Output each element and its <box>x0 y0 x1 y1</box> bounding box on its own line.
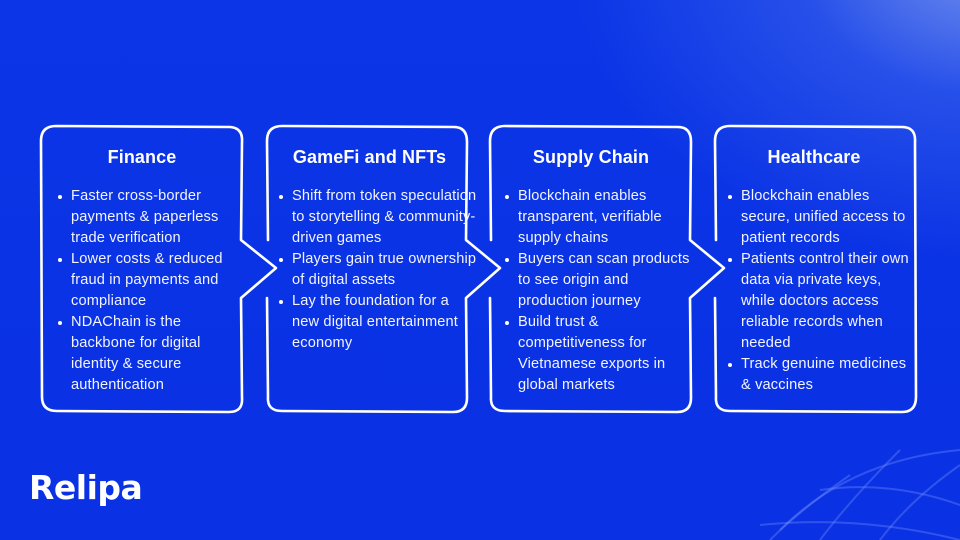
list-item: Faster cross-border payments & paperless… <box>41 186 239 249</box>
bullet-text: Blockchain enables secure, unified acces… <box>741 188 906 246</box>
list-item: Shift from token speculation to storytel… <box>262 186 477 249</box>
bullet-list: Blockchain enables transparent, verifiab… <box>488 186 694 396</box>
supply-chain-frame <box>488 124 726 414</box>
list-item: Track genuine medicines & vaccines <box>711 354 917 396</box>
list-item: Players gain true ownership of digital a… <box>262 249 477 291</box>
healthcare-frame <box>713 124 918 414</box>
bullet-text: Shift from token speculation to storytel… <box>292 188 477 246</box>
bullet-icon <box>279 195 283 199</box>
card-healthcare: Healthcare Blockchain enables secure, un… <box>711 125 917 413</box>
bullet-text: Buyers can scan products to see origin a… <box>518 251 690 309</box>
bullet-icon <box>58 258 62 262</box>
bullet-icon <box>279 300 283 304</box>
globe-grid-decoration <box>760 449 960 540</box>
bullet-icon <box>505 258 509 262</box>
bullet-icon <box>728 195 732 199</box>
bullet-text: Patients control their own data via priv… <box>741 251 909 351</box>
bullet-text: Blockchain enables transparent, verifiab… <box>518 188 662 246</box>
relipa-logo: Relipa <box>29 468 143 507</box>
list-item: Patients control their own data via priv… <box>711 249 917 354</box>
card-supply-chain: Supply Chain Blockchain enables transpar… <box>488 125 694 413</box>
bullet-icon <box>58 321 62 325</box>
bullet-icon <box>505 195 509 199</box>
list-item: Build trust & competitiveness for Vietna… <box>488 312 694 396</box>
bullet-icon <box>728 363 732 367</box>
list-item: Lay the foundation for a new digital ent… <box>262 291 477 354</box>
bullet-icon <box>58 195 62 199</box>
finance-frame <box>39 124 278 414</box>
list-item: Lower costs & reduced fraud in payments … <box>41 249 239 312</box>
bullet-text: Build trust & competitiveness for Vietna… <box>518 314 666 393</box>
card-finance: Finance Faster cross-border payments & p… <box>41 125 243 413</box>
bullet-icon <box>728 258 732 262</box>
list-item: Blockchain enables secure, unified acces… <box>711 186 917 249</box>
list-item: Buyers can scan products to see origin a… <box>488 249 694 312</box>
list-item: NDAChain is the backbone for digital ide… <box>41 312 239 396</box>
bullet-text: Track genuine medicines & vaccines <box>741 356 907 393</box>
card-title: Finance <box>107 147 177 167</box>
card-title: Healthcare <box>767 147 861 167</box>
bullet-list: Blockchain enables secure, unified acces… <box>711 186 917 396</box>
bullet-text: Lower costs & reduced fraud in payments … <box>71 251 223 309</box>
bullet-list: Faster cross-border payments & paperless… <box>41 186 243 396</box>
bullet-text: Faster cross-border payments & paperless… <box>71 188 219 246</box>
list-item: Blockchain enables transparent, verifiab… <box>488 186 694 249</box>
gamefi-frame <box>265 124 502 414</box>
bullet-icon <box>279 258 283 262</box>
card-gamefi-nfts: GameFi and NFTs Shift from token specula… <box>262 125 477 413</box>
bullet-icon <box>505 321 509 325</box>
bullet-list: Shift from token speculation to storytel… <box>262 186 477 354</box>
bullet-text: NDAChain is the backbone for digital ide… <box>71 314 201 393</box>
card-title: Supply Chain <box>532 147 650 167</box>
card-title: GameFi and NFTs <box>292 147 447 167</box>
bullet-text: Players gain true ownership of digital a… <box>292 251 477 288</box>
bullet-text: Lay the foundation for a new digital ent… <box>292 293 458 351</box>
